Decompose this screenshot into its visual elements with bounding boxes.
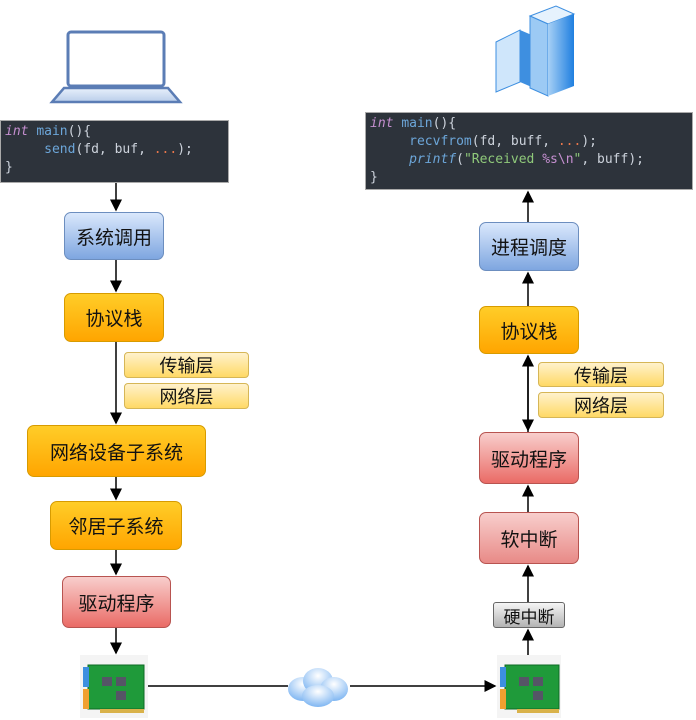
step-label: 硬中断 <box>503 607 555 628</box>
code-text: ); <box>581 134 597 149</box>
receiver-step-softirq: 软中断 <box>479 512 579 564</box>
code-string: "Received <box>463 152 543 167</box>
step-label: 系统调用 <box>75 226 152 249</box>
code-ellipsis: ... <box>153 142 178 157</box>
receiver-step-driver: 驱动程序 <box>479 432 579 484</box>
sender-code-block: int main(){ send(fd, buf, ...); } <box>0 120 229 183</box>
code-function: send <box>44 142 76 157</box>
code-text: (fd, buff, <box>471 134 558 149</box>
layer-label: 网络层 <box>159 387 214 408</box>
step-label: 驱动程序 <box>78 592 155 615</box>
code-function: recvfrom <box>409 134 472 149</box>
sender-step-neighbor: 邻居子系统 <box>50 501 182 550</box>
code-text: (){ <box>432 116 457 131</box>
sender-step-syscall: 系统调用 <box>64 212 164 260</box>
code-function: main <box>401 116 433 131</box>
code-function: main <box>36 124 68 139</box>
receiver-step-scheduler: 进程调度 <box>479 222 579 271</box>
code-string: " <box>573 152 582 167</box>
sender-step-protocol-stack: 协议栈 <box>64 293 164 342</box>
code-text: } <box>370 170 378 185</box>
sender-layer-network: 网络层 <box>124 383 249 409</box>
layer-label: 传输层 <box>574 365 628 387</box>
receiver-step-hardirq: 硬中断 <box>493 602 565 628</box>
step-label: 协议栈 <box>85 308 143 330</box>
sender-layer-transport: 传输层 <box>124 352 249 378</box>
layer-label: 传输层 <box>159 356 214 377</box>
step-label: 网络设备子系统 <box>49 441 183 464</box>
code-keyword: int <box>5 124 29 139</box>
code-format: %s\n <box>542 152 574 167</box>
code-text: } <box>5 160 13 175</box>
code-text: ( <box>456 152 464 167</box>
receiver-layer-network: 网络层 <box>538 392 664 418</box>
step-label: 驱动程序 <box>490 448 567 471</box>
code-ellipsis: ... <box>557 134 582 149</box>
step-label: 邻居子系统 <box>68 516 164 538</box>
step-label: 进程调度 <box>490 237 567 259</box>
step-label: 软中断 <box>500 528 558 551</box>
code-text: (fd, buf, <box>75 142 154 157</box>
sender-step-net-device: 网络设备子系统 <box>27 425 206 477</box>
receiver-layer-transport: 传输层 <box>538 362 664 387</box>
code-text: ); <box>177 142 193 157</box>
step-label: 协议栈 <box>500 320 558 343</box>
receiver-code-block: int main(){ recvfrom(fd, buff, ...); pri… <box>365 112 693 190</box>
code-text: , buff); <box>581 152 644 167</box>
code-function: printf <box>409 152 457 167</box>
code-keyword: int <box>370 116 394 131</box>
receiver-step-protocol-stack: 协议栈 <box>479 306 579 354</box>
code-text: (){ <box>67 124 92 139</box>
sender-step-driver: 驱动程序 <box>62 576 171 628</box>
layer-label: 网络层 <box>574 396 628 417</box>
